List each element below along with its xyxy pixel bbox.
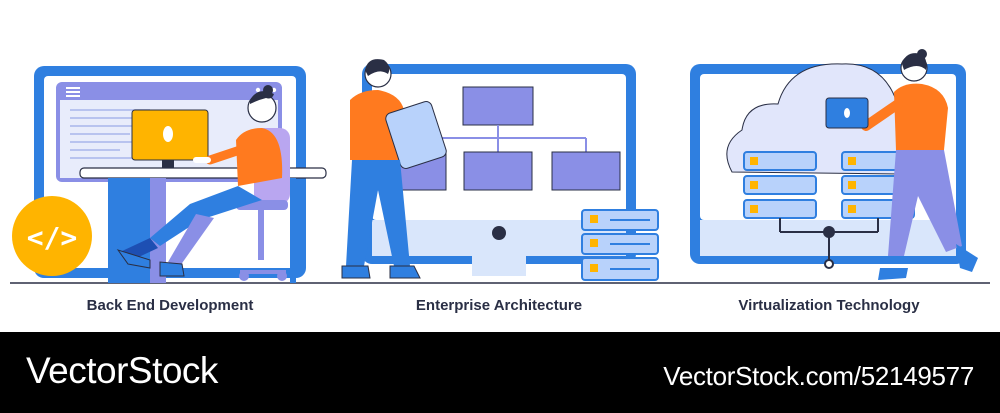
- stock-id: VectorStock.com/52149577: [663, 361, 974, 391]
- code-badge-text: </>: [27, 221, 78, 254]
- man-shirt: [350, 90, 404, 160]
- footer-bar: [0, 332, 1000, 413]
- illustration-scene: </>: [10, 49, 990, 284]
- caption-enterprise-architecture: Enterprise Architecture: [415, 297, 583, 314]
- back-end-illustration: </>: [12, 66, 327, 283]
- enterprise-illustration: [341, 59, 659, 281]
- virtualization-illustration: [690, 49, 978, 280]
- illustration-svg: </>: [10, 49, 990, 284]
- woman2-shirt: [894, 83, 948, 150]
- brand-logo: VectorStock: [26, 350, 218, 391]
- tablet: [385, 101, 447, 169]
- caption-back-end-development: Back End Development: [86, 297, 254, 314]
- woman-shirt: [236, 128, 283, 186]
- monitor-power-icon: [492, 226, 506, 240]
- code-icon: [12, 196, 92, 276]
- woman2-pants: [888, 150, 962, 256]
- woman-pants: [150, 186, 262, 246]
- server-rack-icon: [581, 209, 659, 281]
- man-pants: [346, 160, 410, 266]
- hierarchy-icon: [462, 86, 534, 126]
- caption-virtualization-technology: Virtualization Technology: [738, 297, 920, 314]
